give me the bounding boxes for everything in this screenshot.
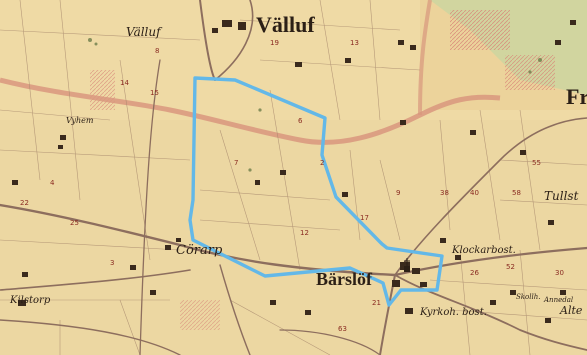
place-label-alte: Alte (560, 304, 583, 317)
parcel-number: 2 (320, 159, 325, 167)
place-label-kilstorp: Kilstorp (10, 295, 51, 306)
parcel-number: 30 (555, 269, 564, 277)
parcel-number: 21 (372, 299, 381, 307)
church-icon (404, 258, 410, 272)
parcel-number: 25 (70, 219, 79, 227)
place-label-klockarbost: Klockarbost. (452, 245, 516, 256)
parcel-number: 13 (350, 39, 359, 47)
parcel-number: 26 (470, 269, 479, 277)
place-label-fr: Fr (566, 84, 587, 109)
place-label-corarp: Cörarp (176, 243, 223, 258)
place-label-barslov: Bärslöf (316, 269, 372, 289)
highlighted-area-boundary (188, 76, 444, 307)
place-label-annedal: Annedal (544, 296, 574, 304)
parcel-number: 40 (470, 189, 479, 197)
place-label-valluf: Välluf (256, 12, 315, 37)
parish-border (0, 77, 501, 145)
hatched-parcel-area (450, 10, 510, 50)
parcel-number: 19 (270, 39, 279, 47)
place-label-skollh: Skollh. (516, 293, 541, 301)
parcel-number: 17 (360, 214, 369, 222)
parcel-number: 52 (506, 263, 515, 271)
parcel-number: 8 (155, 47, 160, 55)
parcel-number: 63 (338, 325, 347, 333)
parcel-number: 38 (440, 189, 449, 197)
place-label-valluf-italic: Välluf (126, 25, 161, 39)
parcel-number: 12 (300, 229, 309, 237)
parcel-number: 9 (396, 189, 401, 197)
parcel-number: 22 (20, 199, 29, 207)
place-label-tullst: Tullst (544, 189, 579, 203)
parcel-number: 15 (150, 89, 159, 97)
tree-marks (88, 38, 542, 172)
parcel-number: 4 (50, 179, 55, 187)
parcel-number: 7 (234, 159, 239, 167)
parcel-number: 14 (120, 79, 129, 87)
parcel-number: 55 (532, 159, 541, 167)
parcel-number: 58 (512, 189, 521, 197)
place-label-vyhem: Vyhem (66, 116, 94, 125)
place-label-kyrkoh-bost: Kyrkoh. bost. (420, 307, 487, 318)
parcel-number: 3 (110, 259, 115, 267)
parcel-number: 6 (298, 117, 303, 125)
farm-buildings (12, 20, 576, 323)
